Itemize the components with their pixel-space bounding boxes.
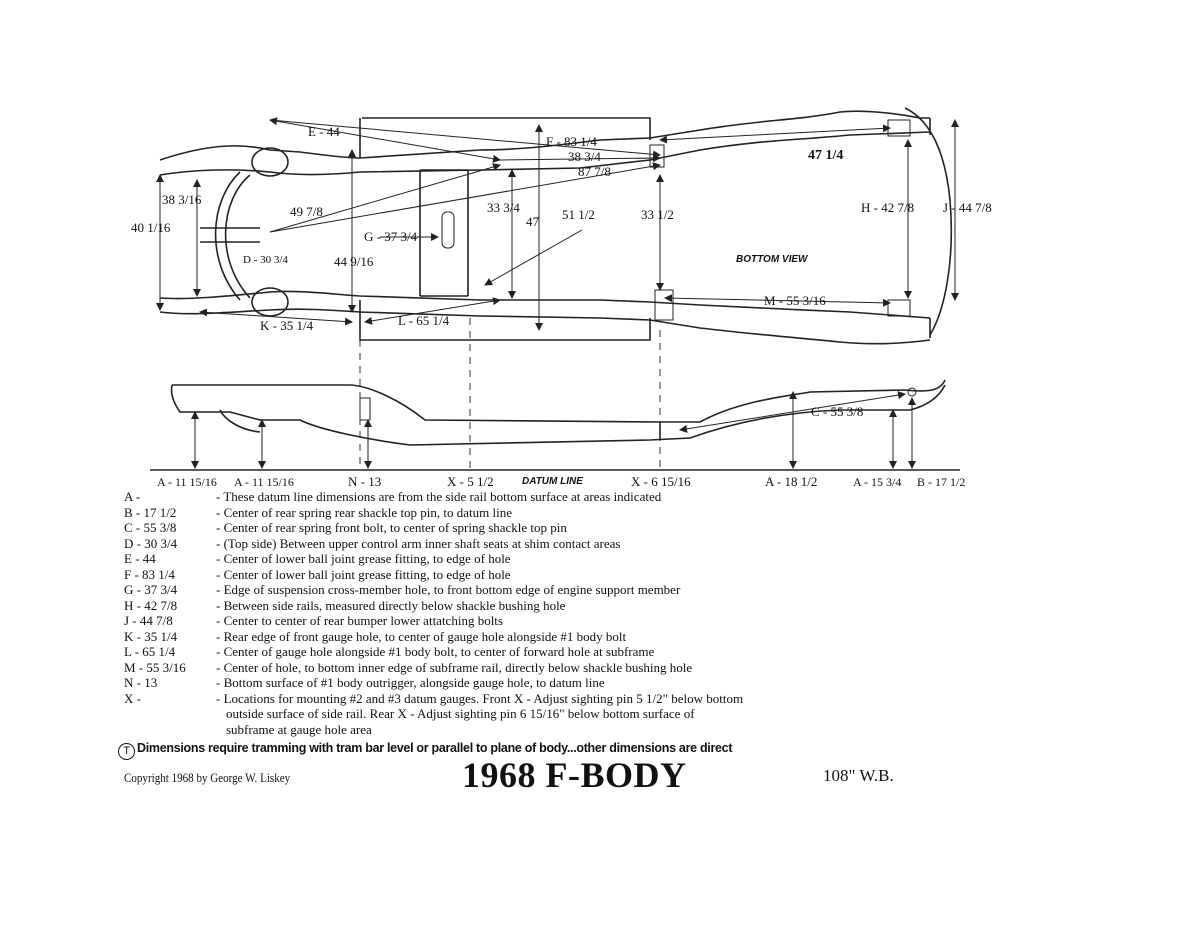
side-view-labels: C - 55 3/8 DATUM LINE A - 11 15/16 A - 1…	[157, 404, 965, 489]
legend-key: B - 17 1/2	[124, 504, 177, 520]
dim-f: F - 83 1/4	[546, 134, 597, 149]
dim-33-3-4: 33 3/4	[487, 200, 520, 215]
legend-row: N - 13 - Bottom surface of #1 body outrig…	[124, 675, 1004, 691]
legend-description: - Bottom surface of #1 body outrigger, a…	[216, 675, 605, 690]
legend-description: - Between side rails, measured directly …	[216, 597, 566, 613]
dim-h: H - 42 7/8	[861, 200, 914, 215]
dim-l: L - 65 1/4	[398, 313, 450, 328]
legend-description: - (Top side) Between upper control arm i…	[216, 535, 621, 551]
view-label: BOTTOM VIEW	[736, 254, 809, 265]
dim-x2: X - 6 15/16	[631, 474, 691, 489]
legend-row: D - 30 3/4 - (Top side) Between upper con…	[124, 536, 1004, 552]
legend-description: - Center of lower ball joint grease fitt…	[216, 551, 511, 566]
dim-c: C - 55 3/8	[811, 404, 863, 419]
legend-key: D - 30 3/4	[124, 535, 178, 551]
dim-a4: A - 15 3/4	[853, 475, 901, 489]
legend-row: outside surface of side rail. Rear X - A…	[124, 706, 1004, 722]
legend-key: K - 35 1/4	[124, 628, 178, 644]
dim-g: G - 37 3/4	[364, 229, 418, 244]
legend-key: N - 13	[124, 675, 158, 690]
legend-description: - Center of lower ball joint grease fitt…	[216, 566, 511, 582]
legend-row: L - 65 1/4 - Center of gauge hole alongsi…	[124, 644, 1004, 660]
dim-38-3-4: 38 3/4	[568, 149, 601, 164]
legend-key	[124, 722, 216, 738]
dim-a2: A - 11 15/16	[234, 475, 294, 489]
dim-n: N - 13	[348, 474, 381, 489]
note-text: Dimensions require tramming with tram ba…	[137, 741, 733, 755]
legend-description: - Locations for mounting #2 and #3 datum…	[216, 690, 744, 706]
legend-key: A -	[124, 489, 141, 504]
dim-51-1-2: 51 1/2	[562, 207, 595, 222]
top-view-dimension-lines	[156, 117, 959, 331]
legend-key	[124, 706, 216, 722]
legend-row: J - 44 7/8 - Center to center of rear bum…	[124, 613, 1004, 629]
legend-key: C - 55 3/8	[124, 520, 177, 535]
dim-x1: X - 5 1/2	[447, 474, 494, 489]
tram-mark-icon: T	[118, 743, 135, 760]
legend-description: - Edge of suspension cross-member hole, …	[216, 582, 681, 597]
legend-row: F - 83 1/4 - Center of lower ball joint g…	[124, 567, 1004, 583]
legend-row: G - 37 3/4 - Edge of suspension cross-mem…	[124, 582, 1004, 598]
legend-row: E - 44 - Center of lower ball joint greas…	[124, 551, 1004, 567]
legend-key: G - 37 3/4	[124, 582, 178, 597]
dim-87-7-8: 87 7/8	[578, 164, 611, 179]
legend-description: - Center of gauge hole alongside #1 body…	[216, 644, 655, 659]
dim-47-1-4: 47 1/4	[808, 148, 843, 163]
page-title: 1968 F-BODY	[462, 755, 687, 795]
top-view-labels: E - 44 F - 83 1/4 38 3/4 87 7/8 47 1/4 3…	[131, 124, 992, 333]
legend-row: subframe at gauge hole area	[124, 722, 1004, 738]
legend-description: - These datum line dimensions are from t…	[216, 489, 662, 504]
dim-d: D - 30 3/4	[243, 254, 288, 266]
legend-row: X - - Locations for mounting #2 and #3 da…	[124, 691, 1004, 707]
legend-description: - Center of rear spring front bolt, to c…	[216, 520, 567, 535]
legend-description: - Center of rear spring rear shackle top…	[216, 504, 513, 520]
legend-row: M - 55 3/16 - Center of hole, to bottom i…	[124, 660, 1004, 676]
legend-key: L - 65 1/4	[124, 644, 176, 659]
dim-k: K - 35 1/4	[260, 318, 314, 333]
wheelbase-label: 108" W.B.	[823, 766, 894, 785]
legend-description: - Rear edge of front gauge hole, to cent…	[216, 628, 627, 644]
legend-key: E - 44	[124, 551, 156, 566]
datum-label: DATUM LINE	[522, 476, 583, 487]
side-view-dimension-lines	[191, 391, 916, 469]
dim-44-9-16: 44 9/16	[334, 254, 374, 269]
legend-key: H - 42 7/8	[124, 597, 178, 613]
legend-description: - Center of hole, to bottom inner edge o…	[216, 659, 693, 675]
dimension-legend: A - - These datum line dimensions are fro…	[124, 489, 1004, 737]
legend-key: F - 83 1/4	[124, 566, 175, 582]
legend-key: X -	[124, 690, 141, 706]
dim-a1: A - 11 15/16	[157, 475, 217, 489]
dim-47: 47	[526, 214, 540, 229]
legend-row: A - - These datum line dimensions are fro…	[124, 489, 1004, 505]
dim-b: B - 17 1/2	[917, 475, 965, 489]
dim-49-7-8: 49 7/8	[290, 204, 323, 219]
dim-40-1-16: 40 1/16	[131, 220, 171, 235]
legend-row: C - 55 3/8 - Center of rear spring front …	[124, 520, 1004, 536]
legend-key: J - 44 7/8	[124, 613, 173, 628]
legend-row: H - 42 7/8 - Between side rails, measured…	[124, 598, 1004, 614]
legend-description: - Center to center of rear bumper lower …	[216, 613, 503, 628]
dim-33-1-2: 33 1/2	[641, 207, 674, 222]
dim-j: J - 44 7/8	[943, 200, 992, 215]
dim-a3: A - 18 1/2	[765, 474, 817, 489]
legend-row: K - 35 1/4 - Rear edge of front gauge hol…	[124, 629, 1004, 645]
legend-description: outside surface of side rail. Rear X - A…	[226, 706, 695, 721]
legend-row: B - 17 1/2 - Center of rear spring rear s…	[124, 505, 1004, 521]
dim-e: E - 44	[308, 124, 340, 139]
dim-m: M - 55 3/16	[764, 293, 826, 308]
legend-description: subframe at gauge hole area	[226, 721, 372, 737]
copyright: Copyright 1968 by George W. Liskey	[124, 770, 291, 785]
dim-38-3-16: 38 3/16	[162, 192, 202, 207]
legend-key: M - 55 3/16	[124, 659, 186, 675]
